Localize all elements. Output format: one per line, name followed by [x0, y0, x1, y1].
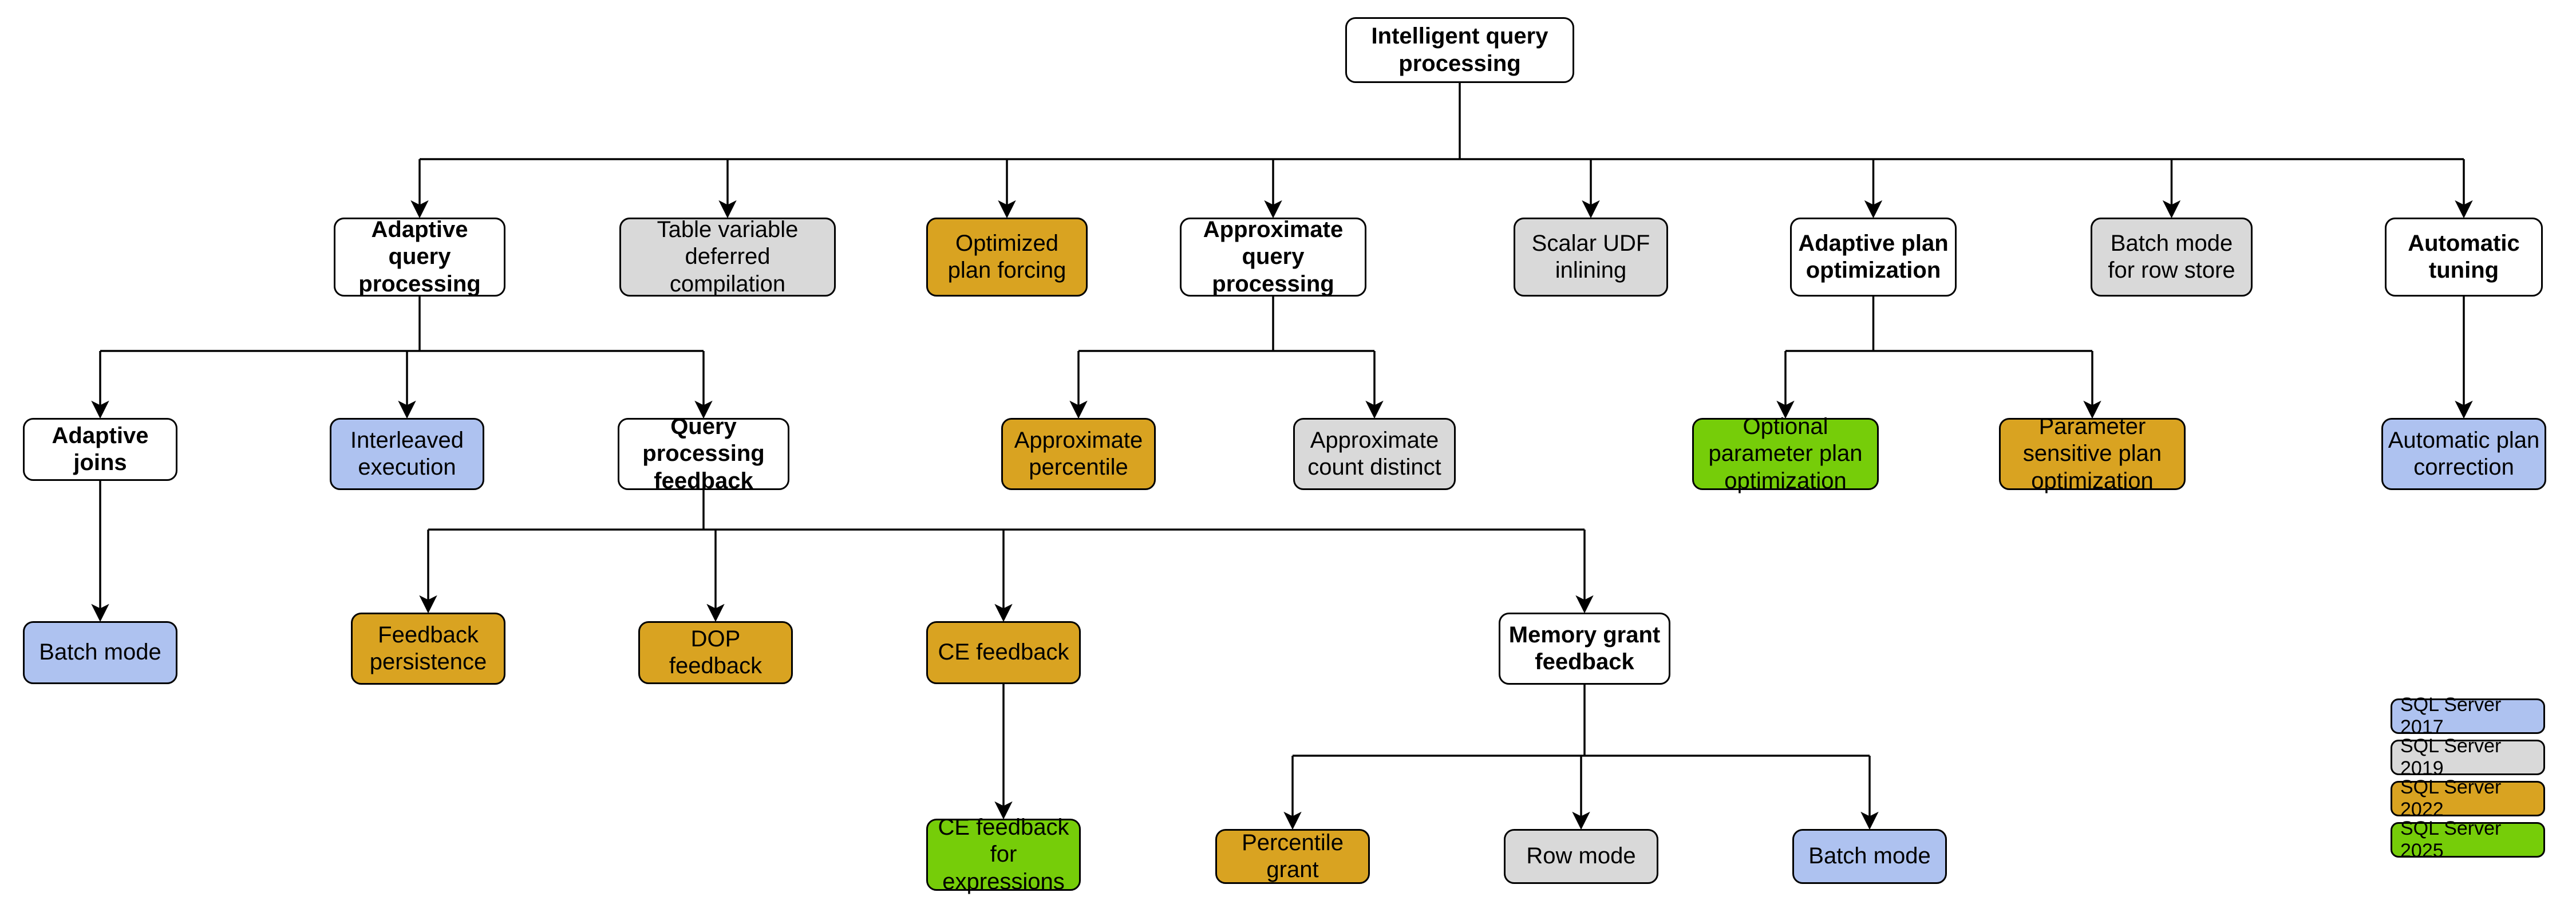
node-udf[interactable]: Scalar UDF inlining [1514, 218, 1668, 297]
node-dop-fb[interactable]: DOP feedback [638, 621, 793, 684]
node-row-mode[interactable]: Row mode [1504, 829, 1658, 884]
node-label: CE feedback for expressions [938, 815, 1069, 894]
node-label: Feedback persistence [369, 622, 487, 674]
node-ce-fb-expr[interactable]: CE feedback for expressions [926, 815, 1081, 894]
legend-item-label: SQL Server 2017 [2400, 694, 2502, 738]
node-label: Optional parameter plan optimization [1708, 414, 1863, 493]
node-pspo[interactable]: Parameter sensitive plan optimization [1999, 414, 2186, 493]
node-label: Approximate count distinct [1307, 427, 1441, 480]
node-pct-grant[interactable]: Percentile grant [1215, 829, 1370, 884]
node-label: Automatic tuning [2408, 230, 2520, 283]
node-tvdc[interactable]: Table variable deferred compilation [619, 217, 836, 297]
node-label: Adaptive plan optimization [1798, 230, 1949, 283]
node-label: Row mode [1526, 843, 1636, 869]
node-label: Scalar UDF inlining [1531, 230, 1650, 283]
node-adaptive-joins[interactable]: Adaptive joins [23, 418, 177, 481]
node-bmrs[interactable]: Batch mode for row store [2091, 218, 2253, 297]
node-mem-grant-fb[interactable]: Memory grant feedback [1499, 613, 1670, 685]
node-label: Approximate percentile [1014, 427, 1143, 480]
node-label: Table variable deferred compilation [657, 217, 799, 297]
node-aqp[interactable]: Approximate query processing [1180, 217, 1366, 297]
node-label: Automatic plan correction [2388, 427, 2540, 480]
node-label: Batch mode [39, 639, 161, 665]
node-interleaved[interactable]: Interleaved execution [330, 418, 484, 490]
node-apo[interactable]: Adaptive plan optimization [1790, 218, 1957, 297]
node-label: Adaptive joins [52, 423, 149, 475]
node-autotune[interactable]: Automatic tuning [2385, 218, 2543, 297]
node-qpf[interactable]: Query processing feedback [618, 414, 789, 493]
node-label: Parameter sensitive plan optimization [2022, 414, 2162, 493]
node-approx-pct[interactable]: Approximate percentile [1001, 418, 1156, 490]
node-apc[interactable]: Automatic plan correction [2381, 418, 2546, 490]
legend-item-label: SQL Server 2022 [2400, 776, 2502, 820]
node-opf[interactable]: Optimized plan forcing [926, 218, 1088, 297]
node-label: Adaptive query processing [358, 217, 481, 297]
node-ce-fb[interactable]: CE feedback [926, 621, 1081, 684]
node-label: Percentile grant [1242, 830, 1344, 882]
node-label: Optimized plan forcing [947, 230, 1066, 283]
node-fb-persist[interactable]: Feedback persistence [351, 613, 505, 685]
node-label: Approximate query processing [1203, 217, 1344, 297]
node-label: DOP feedback [669, 626, 762, 678]
node-approx-cd[interactable]: Approximate count distinct [1293, 418, 1456, 490]
node-adaptive-qp[interactable]: Adaptive query processing [334, 217, 505, 297]
node-label: Interleaved execution [350, 427, 464, 480]
node-batch-mode-aj[interactable]: Batch mode [23, 621, 177, 684]
node-label: Batch mode [1808, 843, 1931, 869]
legend-item-sql-server-2019[interactable]: SQL Server 2019 [2391, 735, 2545, 779]
node-batch-mode-mgf[interactable]: Batch mode [1792, 829, 1947, 884]
node-label: Query processing feedback [642, 414, 765, 493]
node-oppo[interactable]: Optional parameter plan optimization [1692, 414, 1879, 493]
node-root[interactable]: Intelligent query processing [1345, 17, 1574, 83]
legend-item-sql-server-2025[interactable]: SQL Server 2025 [2391, 818, 2545, 862]
node-label: Batch mode for row store [2108, 230, 2235, 283]
node-label: Memory grant feedback [1508, 622, 1661, 674]
legend-item-label: SQL Server 2025 [2400, 818, 2502, 862]
node-label: Intelligent query processing [1371, 23, 1548, 76]
node-label: CE feedback [938, 639, 1069, 665]
legend-item-sql-server-2022[interactable]: SQL Server 2022 [2391, 776, 2545, 820]
legend-item-label: SQL Server 2019 [2400, 735, 2502, 779]
legend-item-sql-server-2017[interactable]: SQL Server 2017 [2391, 694, 2545, 738]
